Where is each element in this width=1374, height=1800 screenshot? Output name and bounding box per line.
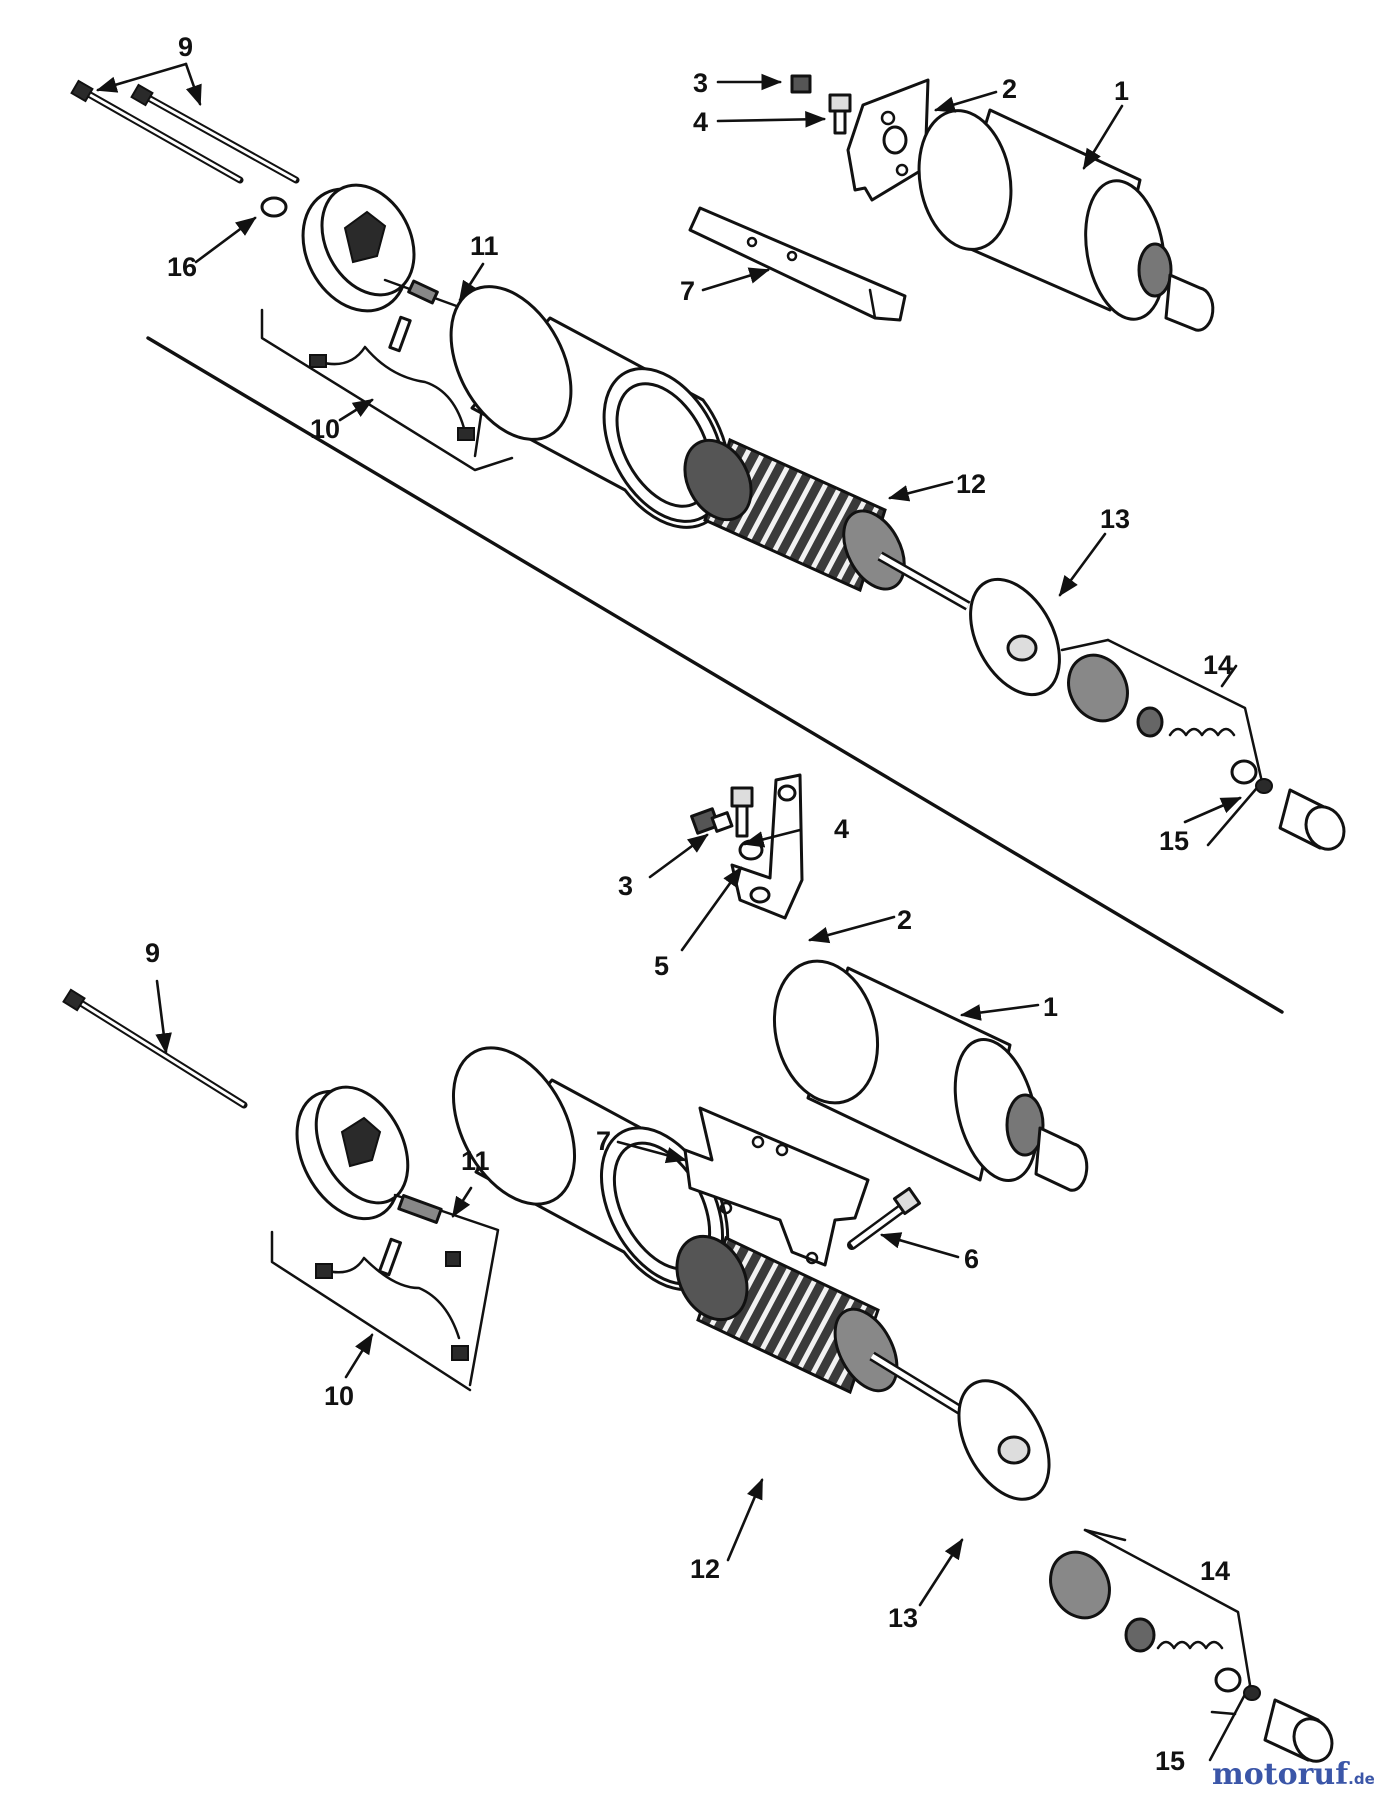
armature-part-12-bottom [675,1234,963,1415]
drive-kit-part-14-top [1060,638,1346,851]
bracket-part-7-top [688,206,907,322]
bracket-part-2-top [846,78,930,202]
callout-label: 14 [1203,650,1233,680]
top-assembly [70,74,1346,851]
brush-kit-part-bottom [270,1193,500,1392]
nut-part-3-bottom [690,807,734,835]
callout-label: 2 [897,905,912,935]
callout-label: 3 [693,68,708,98]
bracket-part-7-bottom [683,1106,870,1267]
callout-label: 10 [310,414,340,444]
callout-label: 10 [324,1381,354,1411]
callout-label: 4 [834,814,849,844]
callout-label: 5 [654,951,669,981]
callout-label: 14 [1200,1556,1230,1586]
callout-label: 7 [596,1126,611,1156]
callout-label: 12 [956,469,986,499]
through-bolt-part-bottom [62,988,248,1109]
screw-part-4-top [828,93,852,135]
bottom-assembly [62,773,1334,1763]
callout-label: 4 [693,107,708,137]
callout-numbers-bottom: 1 2 3 4 5 6 7 9 10 11 12 13 14 15 [145,814,1230,1776]
callout-label: 12 [690,1554,720,1584]
end-cap-part-top [301,183,416,313]
assembly-divider-line [146,336,1284,1014]
callout-label: 15 [1159,826,1189,856]
drive-end-plate-part-13-bottom [957,1379,1051,1501]
callout-label: 9 [178,32,193,62]
callout-label: 11 [461,1146,490,1176]
watermark-suffix: .de [1348,1770,1374,1788]
screw-part-6-bottom [847,1186,922,1250]
callout-label: 9 [145,938,160,968]
starter-motor-part-1-top [917,108,1215,332]
callout-label: 15 [1155,1746,1185,1776]
callout-label: 7 [680,276,695,306]
callout-numbers-top: 1 2 3 4 7 9 10 11 12 13 14 15 16 [167,32,1233,856]
callout-label: 13 [888,1603,918,1633]
screw-part-4-bottom [730,786,754,838]
starter-motor-part-1-bottom [772,959,1089,1192]
callout-label: 11 [470,231,499,261]
nut-part-3-top [790,74,812,94]
callout-label: 13 [1100,504,1130,534]
bracket-part-2-bottom [730,773,804,920]
drive-kit-part-14-bottom [1049,1528,1334,1763]
callout-label: 3 [618,871,633,901]
callout-leaders [96,62,1242,1716]
svg-text:motoruf.de: motoruf.de [1212,1757,1374,1792]
through-bolt-part-top [70,79,300,184]
callout-label: 1 [1114,76,1129,106]
callout-label: 2 [1002,74,1017,104]
watermark-text: motoruf [1212,1757,1350,1792]
callout-label: 1 [1043,992,1058,1022]
end-cap-part-bottom [295,1085,410,1221]
drive-end-plate-part-13-top [969,577,1061,697]
washer-part-16-top [260,196,288,218]
armature-part-12-top [683,437,971,611]
site-watermark-logo: motoruf.de [1212,1757,1374,1792]
callout-label: 16 [167,252,197,282]
callout-label: 6 [964,1244,979,1274]
